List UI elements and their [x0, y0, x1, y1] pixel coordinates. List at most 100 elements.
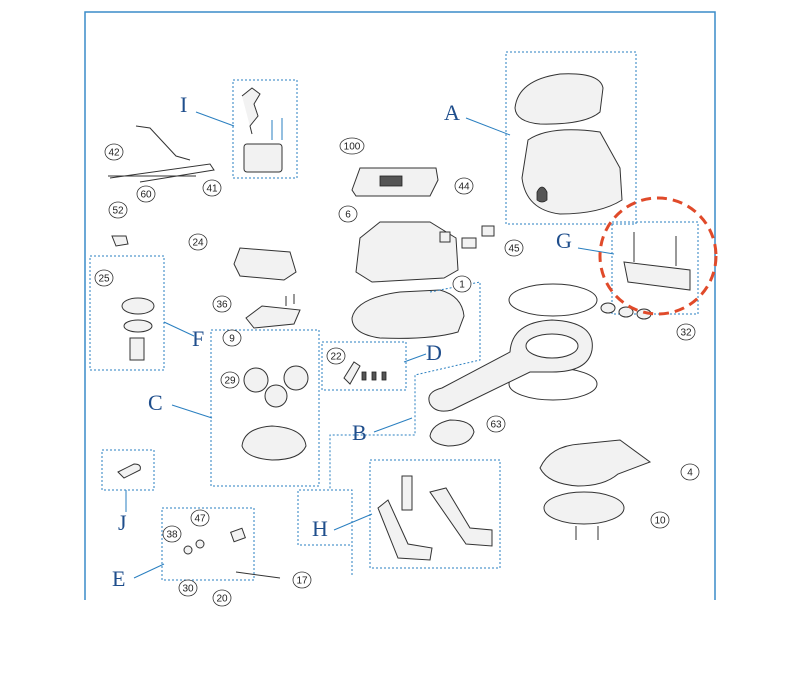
part-number-label: 29	[224, 376, 236, 387]
callout-circle	[486, 415, 506, 433]
base-part	[351, 289, 465, 339]
part-number-label: 6	[345, 210, 351, 221]
pin-part	[371, 371, 377, 381]
gear-part	[264, 384, 288, 408]
arm-bracket-part	[377, 499, 433, 561]
part-number-label: 45	[508, 244, 520, 255]
leader-line	[195, 111, 235, 127]
part-number-label: 4	[687, 468, 693, 479]
part-number-label: 42	[108, 148, 120, 159]
part-number-callout: 24	[188, 233, 208, 251]
part-number-callout: 20	[212, 589, 232, 607]
washer-part	[600, 302, 616, 314]
limit-plate-part	[539, 439, 652, 487]
callout-circle	[188, 233, 208, 251]
part-number-label: 44	[458, 182, 470, 193]
leader-line	[133, 563, 165, 579]
bracket-part	[245, 305, 301, 329]
group-label: A	[444, 100, 460, 125]
part-number-label: 41	[206, 184, 218, 195]
group-h: H	[297, 459, 501, 575]
ring-part	[183, 545, 193, 555]
part-number-callout: 47	[190, 509, 210, 527]
release-key-part	[117, 463, 141, 479]
transformer-part	[243, 143, 283, 173]
wire-part	[135, 125, 191, 161]
group-g-box	[611, 221, 699, 315]
arm-bracket-part	[429, 487, 493, 547]
group-j: J	[101, 449, 155, 535]
group-e-box	[161, 507, 255, 581]
part-number-label: 36	[216, 300, 228, 311]
part-number-callout: 30	[178, 579, 198, 597]
small-part	[461, 237, 477, 249]
callout-circle	[292, 571, 312, 589]
group-label: I	[180, 92, 187, 117]
callout-circle	[202, 179, 222, 197]
motor-group	[233, 247, 297, 281]
clip-part	[111, 235, 129, 247]
group-i: I	[180, 79, 298, 179]
part-number-callout: 38	[162, 525, 182, 543]
ring-part	[195, 539, 205, 549]
pin-part	[361, 371, 367, 381]
part-number-label: 100	[344, 142, 361, 153]
pinion-gear-part	[123, 319, 153, 333]
callout-circle	[680, 463, 700, 481]
callout-circle	[452, 275, 472, 293]
group-label: G	[556, 228, 572, 253]
part-number-label: 47	[194, 514, 206, 525]
group-label: F	[192, 326, 204, 351]
part-number-callout: 100	[339, 137, 365, 155]
part-number-label: 32	[680, 328, 692, 339]
part-number-callout: 42	[104, 143, 124, 161]
cap-part	[429, 419, 475, 447]
part-number-label: 22	[330, 352, 342, 363]
top-cover-part	[514, 73, 604, 125]
group-b-outline	[329, 281, 481, 490]
group-f: F	[89, 255, 204, 371]
slotted-bar-part	[401, 475, 413, 511]
pin-part	[235, 571, 281, 579]
callout-circle	[190, 509, 210, 527]
callout-circle	[212, 589, 232, 607]
wire-part	[241, 87, 261, 135]
callout-circle	[94, 269, 114, 287]
part-number-label: 63	[490, 420, 502, 431]
part-number-callout: 36	[212, 295, 232, 313]
lever-part	[343, 361, 361, 385]
group-e: E	[112, 507, 281, 591]
part-number-label: 52	[112, 206, 124, 217]
plate-group	[539, 439, 652, 540]
part-number-label: 9	[229, 334, 235, 345]
callouts: 1004445612436929226341032424160522538473…	[94, 137, 700, 607]
callout-circle	[178, 579, 198, 597]
group-c: C	[148, 329, 320, 487]
group-b: B	[329, 281, 598, 490]
part-number-label: 60	[140, 190, 152, 201]
group-label: J	[118, 510, 127, 535]
ring-part	[508, 283, 598, 317]
part-number-label: 25	[98, 274, 110, 285]
leader-line	[373, 417, 413, 433]
part-number-callout: 60	[136, 185, 156, 203]
group-label: C	[148, 390, 163, 415]
part-number-callout: 41	[202, 179, 222, 197]
pcb-group	[351, 167, 439, 197]
part-number-callout: 44	[454, 177, 474, 195]
leader-line	[163, 321, 195, 337]
main-body-part	[355, 221, 459, 283]
group-a: A	[444, 51, 637, 225]
part-number-label: 20	[216, 594, 228, 605]
motor-part	[233, 247, 297, 281]
part-number-label: 38	[166, 530, 178, 541]
pinion-gear-part	[121, 297, 155, 315]
leader-line	[333, 513, 373, 531]
group-d-box	[321, 341, 407, 391]
mounting-bracket-part	[623, 261, 691, 291]
board-component-part	[379, 175, 403, 187]
group-label: E	[112, 566, 125, 591]
part-number-label: 30	[182, 584, 194, 595]
part-number-callout: 9	[222, 329, 242, 347]
